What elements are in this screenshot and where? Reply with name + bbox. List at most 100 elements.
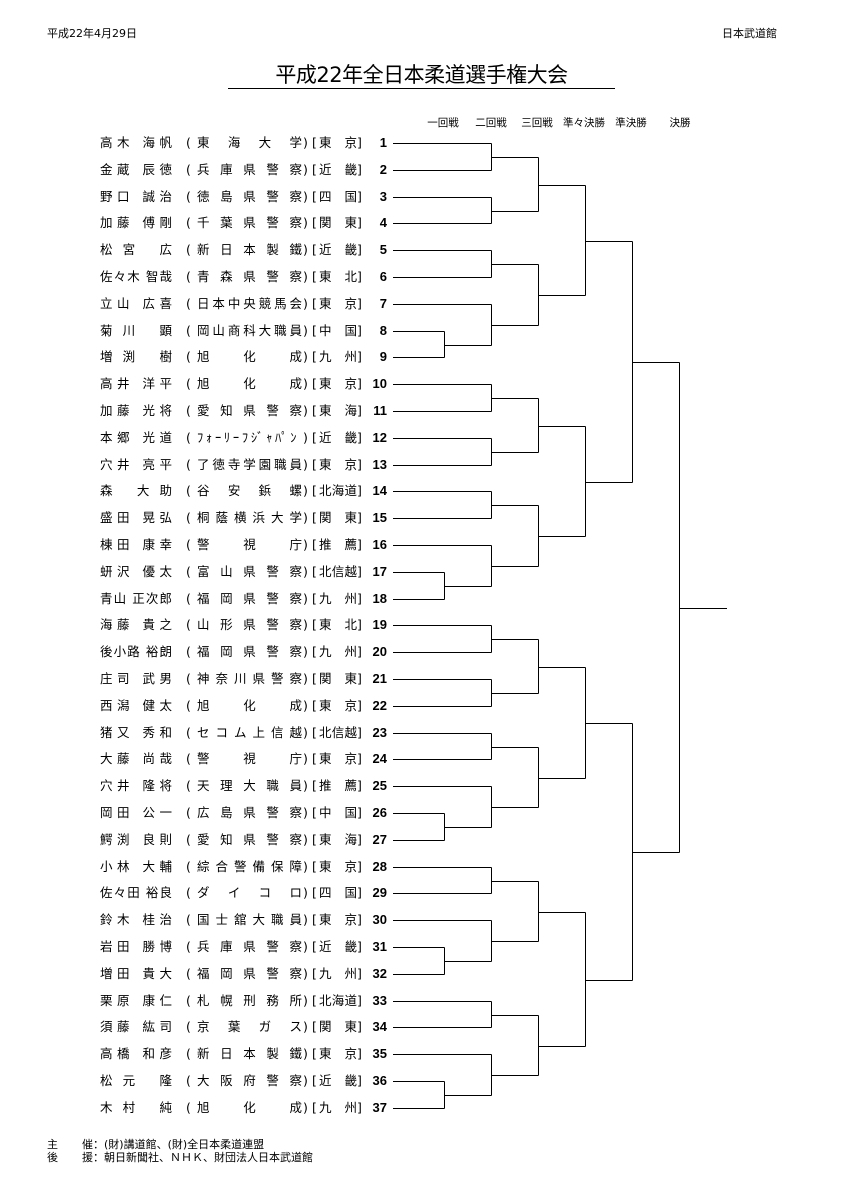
player-name: 加藤 光将 bbox=[100, 403, 172, 418]
paren-close: ) bbox=[303, 671, 308, 686]
round-label-3: 三回戦 bbox=[521, 117, 553, 129]
paren-close: ) bbox=[303, 858, 308, 874]
region: 四国 bbox=[319, 885, 357, 901]
paren-close: ) bbox=[303, 135, 308, 150]
paren-close: ) bbox=[303, 724, 308, 740]
paren-close: ) bbox=[303, 563, 308, 579]
region: 東京 bbox=[319, 858, 357, 874]
paren-close: ) bbox=[303, 403, 308, 418]
paren-close: ) bbox=[303, 1073, 308, 1088]
bracket-open: [ bbox=[312, 322, 317, 338]
entry-number: 33 bbox=[372, 992, 387, 1008]
bracket-close: ] bbox=[357, 563, 362, 579]
bracket-open: [ bbox=[312, 537, 317, 552]
region: 東海 bbox=[319, 831, 357, 847]
region: 関東 bbox=[319, 1019, 357, 1035]
affiliation: 富山県警察 bbox=[197, 563, 302, 579]
entry-number: 12 bbox=[372, 429, 387, 445]
region: 四国 bbox=[319, 188, 357, 204]
bracket-open: [ bbox=[312, 965, 317, 981]
paren-close: ) bbox=[303, 376, 308, 392]
player-name: 高木 海帆 bbox=[100, 135, 172, 150]
bracket-open: [ bbox=[312, 644, 317, 660]
affiliation: 岡山商科大職員 bbox=[197, 322, 302, 338]
paren-close: ) bbox=[303, 885, 308, 901]
entry-number: 31 bbox=[372, 939, 387, 954]
bracket-open: [ bbox=[312, 1046, 317, 1062]
region: 関東 bbox=[319, 215, 357, 231]
region: 近畿 bbox=[319, 161, 357, 177]
entry-number: 36 bbox=[372, 1073, 387, 1088]
bracket-open: [ bbox=[312, 778, 317, 794]
entry-number: 11 bbox=[373, 403, 387, 418]
paren-close: ) bbox=[303, 778, 308, 794]
affiliation: セコム上信越 bbox=[197, 724, 302, 740]
paren-open: ( bbox=[186, 1019, 191, 1035]
player-name: 立山 広喜 bbox=[100, 295, 172, 311]
bracket-close: ] bbox=[357, 322, 362, 338]
affiliation: 愛知県警察 bbox=[197, 403, 302, 418]
paren-open: ( bbox=[186, 617, 191, 633]
bracket-open: [ bbox=[312, 697, 317, 713]
bracket-close: ] bbox=[357, 831, 362, 847]
player-name: 鈴木 桂治 bbox=[100, 912, 172, 928]
paren-close: ) bbox=[303, 510, 308, 526]
affiliation: 福岡県警察 bbox=[197, 644, 302, 660]
paren-close: ) bbox=[303, 965, 308, 981]
affiliation: 札幌刑務所 bbox=[197, 992, 302, 1008]
region: 九州 bbox=[319, 349, 357, 365]
region: 東京 bbox=[319, 295, 357, 311]
entry-number: 15 bbox=[372, 510, 387, 526]
region: 九州 bbox=[319, 644, 357, 660]
paren-close: ) bbox=[303, 1019, 308, 1035]
entry-number: 7 bbox=[379, 295, 387, 311]
region: 中国 bbox=[319, 322, 357, 338]
bracket-close: ] bbox=[357, 483, 362, 499]
bracket-open: [ bbox=[312, 885, 317, 901]
paren-open: ( bbox=[186, 778, 191, 794]
player-name: 大藤 尚哉 bbox=[100, 751, 172, 767]
player-name: 小林 大輔 bbox=[100, 858, 172, 874]
entry-number: 32 bbox=[372, 965, 387, 981]
bracket-close: ] bbox=[357, 992, 362, 1008]
bracket-close: ] bbox=[357, 188, 362, 204]
organizer-label: 主催 bbox=[47, 1138, 93, 1151]
round-label-quarterfinal: 準々決勝 bbox=[563, 117, 605, 129]
bracket-open: [ bbox=[312, 1099, 317, 1115]
paren-close: ) bbox=[303, 831, 308, 847]
affiliation: 青森県警察 bbox=[197, 269, 302, 284]
affiliation: 警視庁 bbox=[197, 751, 302, 767]
player-name: 佐々木 智哉 bbox=[100, 269, 172, 284]
region: 九州 bbox=[319, 1099, 357, 1115]
paren-open: ( bbox=[186, 456, 191, 472]
affiliation: 京葉ガス bbox=[197, 1019, 302, 1035]
player-name: 森 大助 bbox=[100, 483, 172, 499]
player-name: 海藤 貴之 bbox=[100, 617, 172, 633]
entry-number: 37 bbox=[372, 1099, 387, 1115]
bracket-open: [ bbox=[312, 805, 317, 820]
paren-close: ) bbox=[303, 1099, 308, 1115]
paren-open: ( bbox=[186, 322, 191, 338]
paren-close: ) bbox=[303, 537, 308, 552]
affiliation: 大阪府警察 bbox=[197, 1073, 302, 1088]
paren-close: ) bbox=[303, 992, 308, 1008]
entry-number: 17 bbox=[372, 563, 387, 579]
bracket-open: [ bbox=[312, 1019, 317, 1035]
paren-close: ) bbox=[303, 295, 308, 311]
region: 東北 bbox=[319, 269, 357, 284]
bracket-close: ] bbox=[357, 885, 362, 901]
player-name: 庄司 武男 bbox=[100, 671, 172, 686]
bracket-open: [ bbox=[312, 403, 317, 418]
affiliation: 国士舘大職員 bbox=[197, 912, 302, 928]
paren-open: ( bbox=[186, 242, 191, 258]
paren-open: ( bbox=[186, 858, 191, 874]
bracket-close: ] bbox=[357, 1073, 362, 1088]
region: 九州 bbox=[319, 590, 357, 606]
paren-close: ) bbox=[303, 242, 308, 258]
bracket-open: [ bbox=[312, 456, 317, 472]
affiliation: ダイコロ bbox=[197, 885, 302, 901]
affiliation: 了徳寺学園職員 bbox=[197, 456, 302, 472]
region: 東京 bbox=[319, 697, 357, 713]
bracket-open: [ bbox=[312, 188, 317, 204]
entry-number: 6 bbox=[379, 269, 387, 284]
